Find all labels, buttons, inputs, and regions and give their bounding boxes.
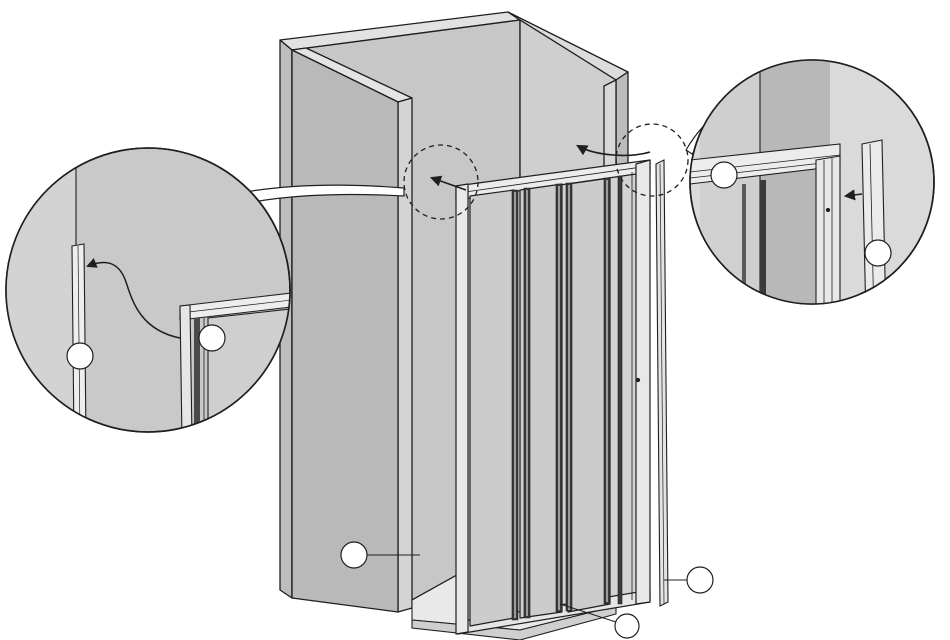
detail-right-side-profile	[862, 140, 886, 320]
callout-right-detail-frame	[711, 162, 737, 188]
door-stiles	[512, 176, 622, 620]
front-pillar-face	[398, 98, 412, 612]
door-left-profile	[456, 184, 468, 634]
callout-left-detail-profile	[67, 343, 93, 369]
sliding-door	[456, 160, 650, 634]
front-pillar-side	[292, 50, 398, 612]
callout-left-detail-frame	[199, 325, 225, 351]
callout-right-detail-profile	[865, 240, 891, 266]
side-wall-profile	[656, 160, 668, 606]
door-panel-1	[470, 190, 514, 626]
detail-view-left	[0, 140, 300, 448]
door-panels	[470, 178, 610, 626]
detail-view-right	[690, 60, 934, 324]
callout-side-profile	[664, 567, 713, 593]
